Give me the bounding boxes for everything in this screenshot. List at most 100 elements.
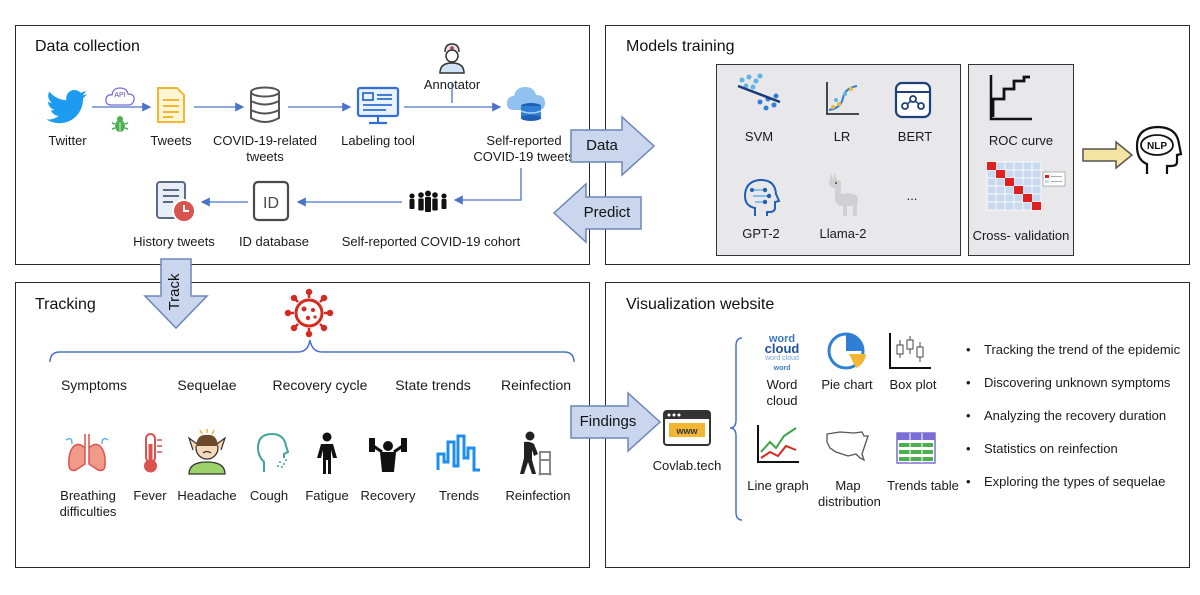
track-arrow bbox=[143, 258, 209, 330]
item-headache: Headache bbox=[177, 488, 237, 503]
track-arrow-label: Track bbox=[166, 273, 183, 311]
word-cloud-word-2: cloud bbox=[764, 341, 800, 356]
chart-label-pie-chart: Pie chart bbox=[821, 377, 873, 392]
id-card-icon: ID bbox=[252, 180, 290, 222]
virus-icon bbox=[284, 288, 334, 338]
data-collection-title: Data collection bbox=[35, 38, 140, 55]
id-icon-text: ID bbox=[263, 195, 279, 212]
llama-icon bbox=[829, 172, 858, 216]
bert-icon bbox=[894, 81, 932, 119]
fatigue-person-icon bbox=[317, 432, 337, 474]
www-text: www bbox=[675, 426, 698, 436]
item-breathing-difficulties: Breathing difficulties bbox=[59, 488, 117, 519]
svm-icon bbox=[737, 73, 781, 111]
findings-bullet-list: Tracking the trend of the epidemic Disco… bbox=[966, 340, 1180, 505]
roc-curve-label: ROC curve bbox=[988, 133, 1054, 148]
nlp-head-icon: NLP bbox=[1135, 125, 1183, 174]
recovery-dumbbell-icon bbox=[369, 438, 407, 472]
covid-tweets-label: COVID-19-related tweets bbox=[212, 133, 318, 164]
data-collection-panel bbox=[15, 25, 590, 265]
category-sequelae: Sequelae bbox=[177, 377, 237, 393]
data-arrow bbox=[570, 115, 656, 177]
cross-validation-grid-icon bbox=[986, 161, 1066, 211]
id-database-label: ID database bbox=[238, 234, 310, 249]
model-label-llama2: Llama-2 bbox=[819, 226, 867, 241]
cough-icon bbox=[256, 432, 290, 472]
api-label: API bbox=[114, 92, 126, 99]
bug-icon bbox=[111, 116, 129, 132]
bullet-item: Statistics on reinfection bbox=[966, 439, 1180, 472]
chart-label-trends-table: Trends table bbox=[887, 478, 959, 493]
models-training-title: Models training bbox=[626, 38, 735, 55]
category-symptoms: Symptoms bbox=[60, 377, 128, 393]
api-cloud-icon bbox=[105, 87, 135, 106]
chart-label-word-cloud: Word cloud bbox=[766, 377, 798, 408]
headache-icon bbox=[187, 429, 227, 475]
twitter-bird-icon bbox=[46, 90, 87, 124]
nlp-text: NLP bbox=[1147, 141, 1167, 152]
us-map-icon bbox=[826, 431, 869, 462]
charts-bracket bbox=[729, 337, 743, 521]
covlab-site-label: Covlab.tech bbox=[652, 458, 722, 473]
item-fever: Fever bbox=[133, 488, 167, 503]
chart-label-map-distribution: Map distribution bbox=[818, 478, 881, 509]
tracking-panel bbox=[15, 282, 590, 568]
model-label-svm: SVM bbox=[744, 129, 774, 144]
trends-table-icon bbox=[896, 432, 936, 464]
lr-icon bbox=[826, 82, 859, 115]
history-tweets-label: History tweets bbox=[133, 234, 215, 249]
categories-brace bbox=[49, 339, 575, 363]
tweets-document-icon bbox=[157, 87, 185, 123]
category-state-trends: State trends bbox=[395, 377, 471, 393]
tracking-title: Tracking bbox=[35, 296, 96, 313]
data-collection-flow-arrows bbox=[92, 82, 522, 207]
twitter-label: Twitter bbox=[48, 133, 87, 148]
predict-arrow-label: Predict bbox=[583, 204, 631, 221]
bullet-item: Analyzing the recovery duration bbox=[966, 406, 1180, 439]
cohort-label: Self-reported COVID-19 cohort bbox=[341, 234, 521, 249]
chart-label-line-graph: Line graph bbox=[747, 478, 809, 493]
item-cough: Cough bbox=[249, 488, 289, 503]
item-trends: Trends bbox=[439, 488, 479, 503]
roc-curve-icon bbox=[989, 75, 1032, 121]
findings-arrow bbox=[570, 391, 662, 453]
annotator-doctor-icon bbox=[439, 43, 465, 74]
word-cloud-word-3: word cloud bbox=[765, 355, 799, 362]
predict-arrow bbox=[552, 182, 642, 244]
word-cloud-word-4: word bbox=[773, 365, 791, 372]
model-label-lr: LR bbox=[833, 129, 851, 144]
tweets-label: Tweets bbox=[150, 133, 192, 148]
item-reinfection: Reinfection bbox=[505, 488, 571, 503]
category-recovery-cycle: Recovery cycle bbox=[272, 377, 368, 393]
cross-validation-label: Cross- validation bbox=[972, 228, 1070, 243]
history-tweets-icon bbox=[156, 181, 196, 223]
cohort-people-icon bbox=[409, 190, 447, 212]
self-reported-tweets-label: Self-reported COVID-19 tweets bbox=[473, 133, 575, 164]
pie-chart-icon bbox=[827, 332, 866, 370]
model-label-ellipsis: ... bbox=[906, 188, 918, 203]
reinfection-elderly-icon bbox=[520, 431, 552, 476]
findings-arrow-label: Findings bbox=[579, 413, 637, 430]
bullet-item: Tracking the trend of the epidemic bbox=[966, 340, 1180, 373]
visualization-title: Visualization website bbox=[626, 296, 775, 313]
trends-icon bbox=[436, 434, 480, 472]
item-recovery: Recovery bbox=[360, 488, 416, 503]
nlp-arrow bbox=[1082, 140, 1134, 170]
bullet-item: Exploring the types of sequelae bbox=[966, 472, 1180, 505]
line-graph-icon bbox=[757, 425, 799, 463]
self-reported-cloud-database-icon bbox=[506, 87, 545, 121]
thermometer-icon bbox=[144, 433, 162, 473]
website-browser-icon: www bbox=[663, 410, 711, 446]
evaluation-box bbox=[968, 64, 1074, 256]
labeling-tool-monitor-icon bbox=[356, 86, 400, 125]
box-plot-icon bbox=[889, 333, 931, 369]
chart-label-box-plot: Box plot bbox=[889, 377, 937, 392]
bullet-item: Discovering unknown symptoms bbox=[966, 373, 1180, 406]
model-label-bert: BERT bbox=[897, 129, 933, 144]
item-fatigue: Fatigue bbox=[305, 488, 349, 503]
database-icon bbox=[250, 86, 280, 123]
data-arrow-label: Data bbox=[586, 137, 618, 154]
gpt2-brain-icon bbox=[743, 178, 781, 216]
labeling-tool-label: Labeling tool bbox=[341, 133, 415, 148]
word-cloud-word-1: word bbox=[768, 333, 796, 345]
